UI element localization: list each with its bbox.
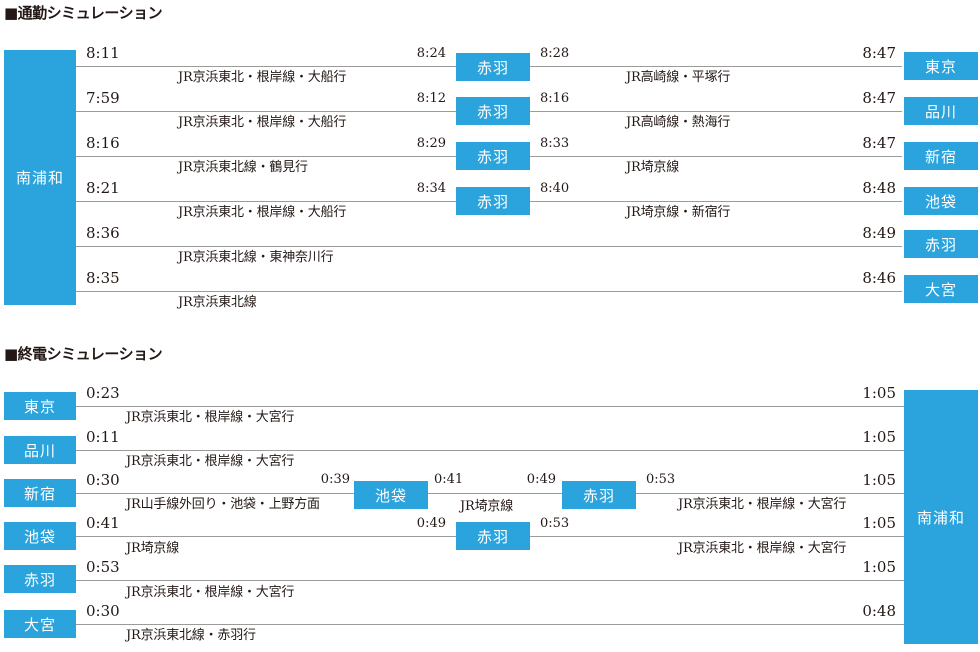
route-line xyxy=(530,66,902,67)
train-line-label: JR埼京線・新宿行 xyxy=(626,205,731,220)
route-line xyxy=(76,291,902,292)
transfer-departure-time: 8:40 xyxy=(540,181,570,196)
transfer-station: 赤羽 xyxy=(456,97,530,125)
train-line-label: JR京浜東北線・赤羽行 xyxy=(126,628,256,643)
destination-station: 東京 xyxy=(904,52,978,80)
route-line xyxy=(76,156,456,157)
origin-station: 大宮 xyxy=(4,610,76,638)
departure-time: 8:21 xyxy=(86,179,120,197)
last-destination-station: 南浦和 xyxy=(904,390,978,644)
route-line xyxy=(76,536,456,537)
arrival-time: 8:47 xyxy=(862,89,896,107)
route-line xyxy=(530,536,904,537)
transfer-station: 赤羽 xyxy=(456,187,530,215)
arrival-time: 1:05 xyxy=(862,384,896,402)
destination-station: 池袋 xyxy=(904,187,978,215)
train-line-label: JR京浜東北・根岸線・大宮行 xyxy=(678,541,847,556)
transfer-station: 赤羽 xyxy=(562,481,636,509)
train-line-label: JR埼京線 xyxy=(626,160,679,175)
train-line-label: JR京浜東北・根岸線・大船行 xyxy=(178,70,347,85)
transfer-departure-time: 8:16 xyxy=(540,91,570,106)
train-line-label: JR埼京線 xyxy=(460,499,513,514)
arrival-time: 1:05 xyxy=(862,471,896,489)
transfer-departure-time: 0:41 xyxy=(434,472,464,487)
train-line-label: JR京浜東北・根岸線・大船行 xyxy=(178,205,347,220)
departure-time: 8:16 xyxy=(86,134,120,152)
departure-time: 0:30 xyxy=(86,602,120,620)
route-line xyxy=(530,111,902,112)
route-line xyxy=(636,493,904,494)
arrival-time: 8:47 xyxy=(862,44,896,62)
route-line xyxy=(530,201,902,202)
arrival-time: 8:48 xyxy=(862,179,896,197)
route-line xyxy=(530,156,902,157)
route-line xyxy=(76,406,904,407)
origin-station: 品川 xyxy=(4,436,76,464)
route-line xyxy=(76,624,904,625)
departure-time: 0:53 xyxy=(86,558,120,576)
train-line-label: JR高崎線・平塚行 xyxy=(626,70,731,85)
transfer-arrival-time: 8:12 xyxy=(416,91,446,106)
transfer-departure-time: 0:53 xyxy=(646,472,676,487)
transfer-arrival-time: 0:39 xyxy=(320,472,350,487)
transfer-station: 赤羽 xyxy=(456,142,530,170)
last-train-section-title: ■終電シミュレーション xyxy=(4,345,163,363)
origin-station: 新宿 xyxy=(4,479,76,507)
transfer-departure-time: 0:53 xyxy=(540,516,570,531)
commute-origin-station: 南浦和 xyxy=(4,50,76,305)
departure-time: 0:41 xyxy=(86,514,120,532)
transfer-station: 池袋 xyxy=(354,481,428,509)
transfer-arrival-time: 0:49 xyxy=(416,516,446,531)
destination-station: 赤羽 xyxy=(904,230,978,258)
arrival-time: 8:47 xyxy=(862,134,896,152)
route-line xyxy=(76,66,456,67)
commute-section-title: ■通勤シミュレーション xyxy=(4,4,163,22)
departure-time: 8:11 xyxy=(86,44,120,62)
origin-station: 赤羽 xyxy=(4,565,76,593)
train-line-label: JR埼京線 xyxy=(126,541,179,556)
route-line xyxy=(76,246,902,247)
route-line xyxy=(76,580,904,581)
train-line-label: JR京浜東北線・東神奈川行 xyxy=(178,250,334,265)
transfer-station: 赤羽 xyxy=(456,522,530,550)
arrival-time: 8:46 xyxy=(862,269,896,287)
transfer-arrival-time: 0:49 xyxy=(526,472,556,487)
train-line-label: JR高崎線・熱海行 xyxy=(626,115,731,130)
departure-time: 0:23 xyxy=(86,384,120,402)
destination-station: 新宿 xyxy=(904,142,978,170)
train-line-label: JR京浜東北・根岸線・大船行 xyxy=(178,115,347,130)
departure-time: 0:30 xyxy=(86,471,120,489)
train-line-label: JR京浜東北・根岸線・大宮行 xyxy=(126,585,295,600)
departure-time: 8:36 xyxy=(86,224,120,242)
route-line xyxy=(76,201,456,202)
arrival-time: 0:48 xyxy=(862,602,896,620)
destination-station: 品川 xyxy=(904,97,978,125)
destination-station: 大宮 xyxy=(904,275,978,303)
train-line-label: JR京浜東北・根岸線・大宮行 xyxy=(126,454,295,469)
transfer-station: 赤羽 xyxy=(456,53,530,81)
transfer-arrival-time: 8:34 xyxy=(416,181,446,196)
arrival-time: 1:05 xyxy=(862,428,896,446)
arrival-time: 1:05 xyxy=(862,514,896,532)
train-line-label: JR京浜東北・根岸線・大宮行 xyxy=(126,410,295,425)
departure-time: 8:35 xyxy=(86,269,120,287)
train-line-label: JR京浜東北・根岸線・大宮行 xyxy=(678,497,847,512)
arrival-time: 8:49 xyxy=(862,224,896,242)
train-line-label: JR山手線外回り・池袋・上野方面 xyxy=(126,497,320,512)
transfer-departure-time: 8:28 xyxy=(540,46,570,61)
route-line xyxy=(76,493,354,494)
departure-time: 7:59 xyxy=(86,89,120,107)
transfer-departure-time: 8:33 xyxy=(540,136,570,151)
train-line-label: JR京浜東北線・鶴見行 xyxy=(178,160,308,175)
route-line xyxy=(76,111,456,112)
origin-station: 池袋 xyxy=(4,522,76,550)
arrival-time: 1:05 xyxy=(862,558,896,576)
transfer-arrival-time: 8:24 xyxy=(416,46,446,61)
transfer-arrival-time: 8:29 xyxy=(416,136,446,151)
route-line xyxy=(428,493,562,494)
train-line-label: JR京浜東北線 xyxy=(178,295,257,310)
route-line xyxy=(76,450,904,451)
departure-time: 0:11 xyxy=(86,428,120,446)
origin-station: 東京 xyxy=(4,392,76,420)
